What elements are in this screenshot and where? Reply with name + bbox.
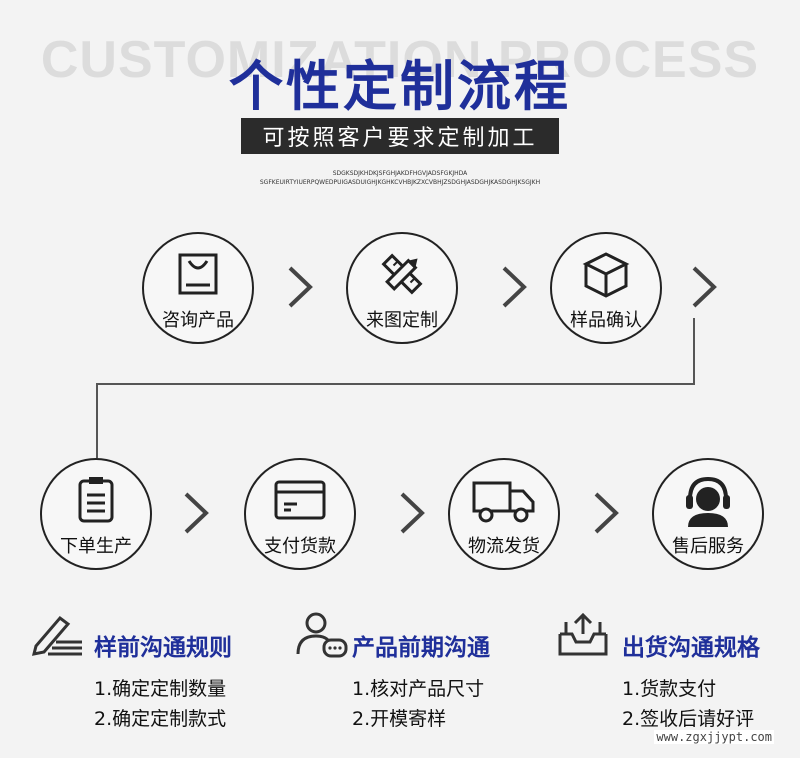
step-label: 下单生产 [60,536,132,557]
user-chat-icon [294,610,348,664]
decorative-text-line-2: SGFKEUIRTYIUERPQWEDPUIGASDUIGHJKGHKCVHBJ… [259,179,541,186]
connector-vertical-right [693,318,695,384]
watermark: www.zgxjjypt.com [654,730,774,744]
chevron-right-icon [182,490,210,540]
step-payment: 支付货款 [244,458,356,570]
chevron-right-icon [286,264,314,314]
pencil-ruler-icon [376,248,428,300]
connector-vertical-left [96,383,98,458]
rule-item: 2.确定定制款式 [94,708,227,730]
step-sample-confirm: 样品确认 [550,232,662,344]
step-custom-design: 来图定制 [346,232,458,344]
decorative-text-line-1: SDGKSDJKHDKJSFGHJAKDFHGVJADSFGKJHDA [332,170,468,177]
rule-title: 样前沟通规则 [94,635,232,661]
chevron-right-icon [592,490,620,540]
step-shipping: 物流发货 [448,458,560,570]
chevron-right-icon [500,264,528,314]
rule-item: 1.货款支付 [622,678,717,700]
background-title: CUSTOMIZATION PROCESS [40,31,760,89]
outbox-icon [556,612,610,662]
page-title: 个性定制流程 [229,55,571,118]
headset-agent-icon [680,474,736,527]
clipboard-icon [74,474,118,526]
truck-icon [471,474,537,526]
subtitle-text: 可按照客户要求定制加工 [262,126,538,151]
rule-item: 2.开模寄样 [352,708,447,730]
step-label: 支付货款 [264,536,336,557]
step-label: 来图定制 [366,310,438,331]
rule-item: 2.签收后请好评 [622,708,755,730]
connector-horizontal [96,383,695,385]
rule-item: 1.核对产品尺寸 [352,678,485,700]
shopping-bag-icon [175,248,221,300]
payment-card-icon [273,474,327,526]
step-label: 售后服务 [672,536,744,557]
rule-item: 1.确定定制数量 [94,678,227,700]
step-label: 样品确认 [570,310,642,331]
edit-note-icon [30,612,86,662]
chevron-right-icon [690,264,718,314]
box-icon [580,248,632,300]
rule-title: 出货沟通规格 [622,635,760,661]
rule-title: 产品前期沟通 [352,635,490,661]
step-label: 咨询产品 [162,310,234,331]
step-after-sales: 售后服务 [652,458,764,570]
step-production: 下单生产 [40,458,152,570]
chevron-right-icon [398,490,426,540]
step-label: 物流发货 [468,536,540,557]
subtitle-banner: 可按照客户要求定制加工 [241,118,559,154]
step-consult-product: 咨询产品 [142,232,254,344]
